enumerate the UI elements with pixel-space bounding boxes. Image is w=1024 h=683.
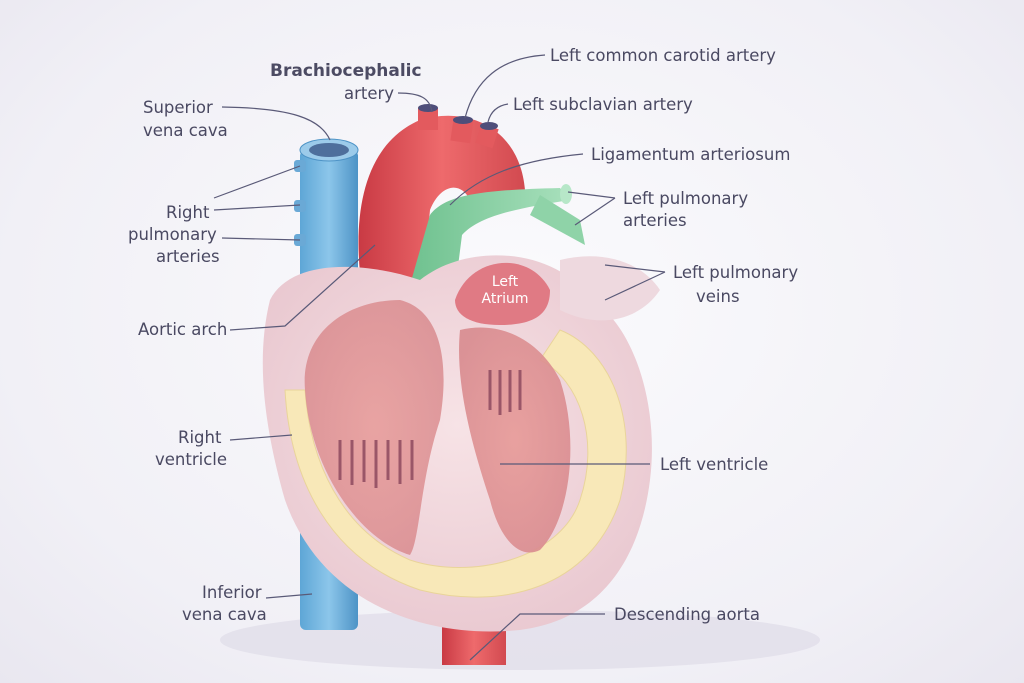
label-left-pulm-arteries: Left pulmonary	[623, 189, 748, 208]
label-left-atrium-2: Atrium	[482, 291, 529, 307]
shadow	[220, 610, 820, 670]
labels: Brachiocephalic artery Left common carot…	[128, 46, 798, 624]
label-left-subclavian: Left subclavian artery	[513, 95, 693, 114]
label-brachiocephalic-2: artery	[344, 84, 394, 103]
label-right-pulm-arteries: Right	[166, 203, 210, 222]
label-right-ventricle-2: ventricle	[155, 450, 227, 469]
label-aortic-arch: Aortic arch	[138, 320, 227, 339]
label-superior-vena-cava-2: vena cava	[143, 121, 228, 140]
label-inferior-vena-cava-2: vena cava	[182, 605, 267, 624]
heart-body	[262, 255, 660, 632]
label-brachiocephalic: Brachiocephalic	[270, 61, 422, 81]
label-descending-aorta: Descending aorta	[614, 605, 760, 624]
label-left-pulm-arteries-2: arteries	[623, 211, 687, 230]
label-left-pulm-veins-2: veins	[696, 287, 740, 306]
label-ligamentum: Ligamentum arteriosum	[591, 145, 790, 164]
leader-lines	[213, 54, 666, 661]
label-right-pulm-arteries-3: arteries	[156, 247, 220, 266]
label-left-ventricle: Left ventricle	[660, 455, 768, 474]
label-inferior-vena-cava: Inferior	[202, 583, 262, 602]
label-superior-vena-cava: Superior	[143, 98, 213, 117]
label-right-pulm-arteries-2: pulmonary	[128, 225, 217, 244]
label-left-atrium: Left	[492, 274, 519, 290]
label-right-ventricle: Right	[178, 428, 222, 447]
label-left-common-carotid: Left common carotid artery	[550, 46, 776, 65]
label-left-pulm-veins: Left pulmonary	[673, 263, 798, 282]
